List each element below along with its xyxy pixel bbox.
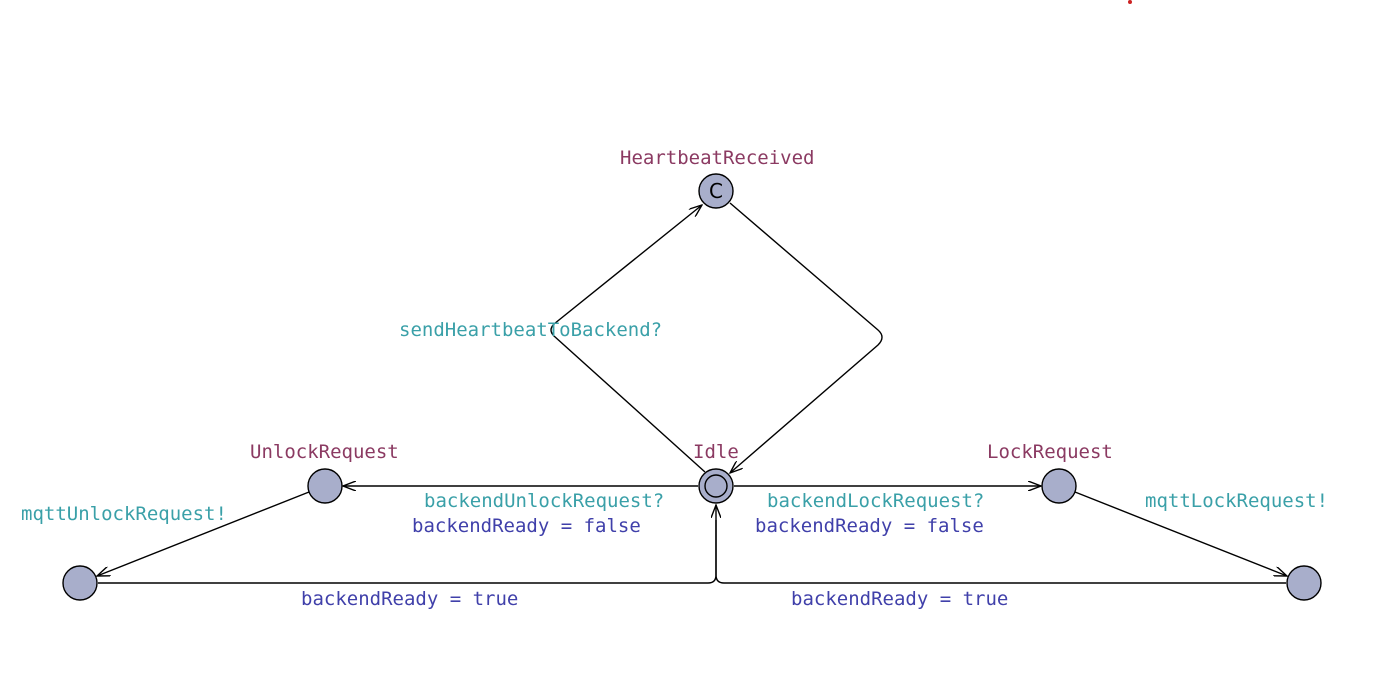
label-send-heartbeat-sync[interactable]: sendHeartbeatToBackend?	[399, 319, 662, 341]
edge-lock-to-sink[interactable]	[1074, 491, 1287, 576]
marker-dot	[1128, 0, 1132, 4]
location-lock-sink[interactable]	[1286, 565, 1322, 601]
location-unlock-request[interactable]	[307, 468, 343, 504]
label-lock-return-update[interactable]: backendReady = true	[791, 588, 1008, 610]
label-mqtt-lock-sync[interactable]: mqttLockRequest!	[1145, 490, 1328, 512]
initial-location-icon	[704, 474, 728, 498]
label-unlock-update[interactable]: backendReady = false	[412, 515, 641, 537]
location-name-idle: Idle	[693, 441, 739, 463]
edge-unlock-to-sink[interactable]	[97, 491, 310, 576]
edge-heartbeat-to-idle[interactable]	[730, 202, 883, 473]
location-name-unlock-request: UnlockRequest	[250, 441, 399, 463]
committed-marker-icon: C	[709, 179, 723, 203]
location-idle[interactable]	[698, 468, 734, 504]
edge-lock-sink-to-idle[interactable]	[715, 520, 1286, 584]
location-lock-request[interactable]	[1041, 468, 1077, 504]
location-unlock-sink[interactable]	[62, 565, 98, 601]
edge-idle-to-heartbeat[interactable]	[550, 205, 706, 473]
label-lock-sync[interactable]: backendLockRequest?	[767, 490, 984, 512]
label-unlock-return-update[interactable]: backendReady = true	[301, 588, 518, 610]
location-name-heartbeat-received: HeartbeatReceived	[620, 147, 814, 169]
label-lock-update[interactable]: backendReady = false	[755, 515, 984, 537]
label-mqtt-unlock-sync[interactable]: mqttUnlockRequest!	[21, 503, 227, 525]
location-name-lock-request: LockRequest	[987, 441, 1113, 463]
label-unlock-sync[interactable]: backendUnlockRequest?	[424, 490, 664, 512]
location-heartbeat-received[interactable]: C	[698, 173, 734, 209]
